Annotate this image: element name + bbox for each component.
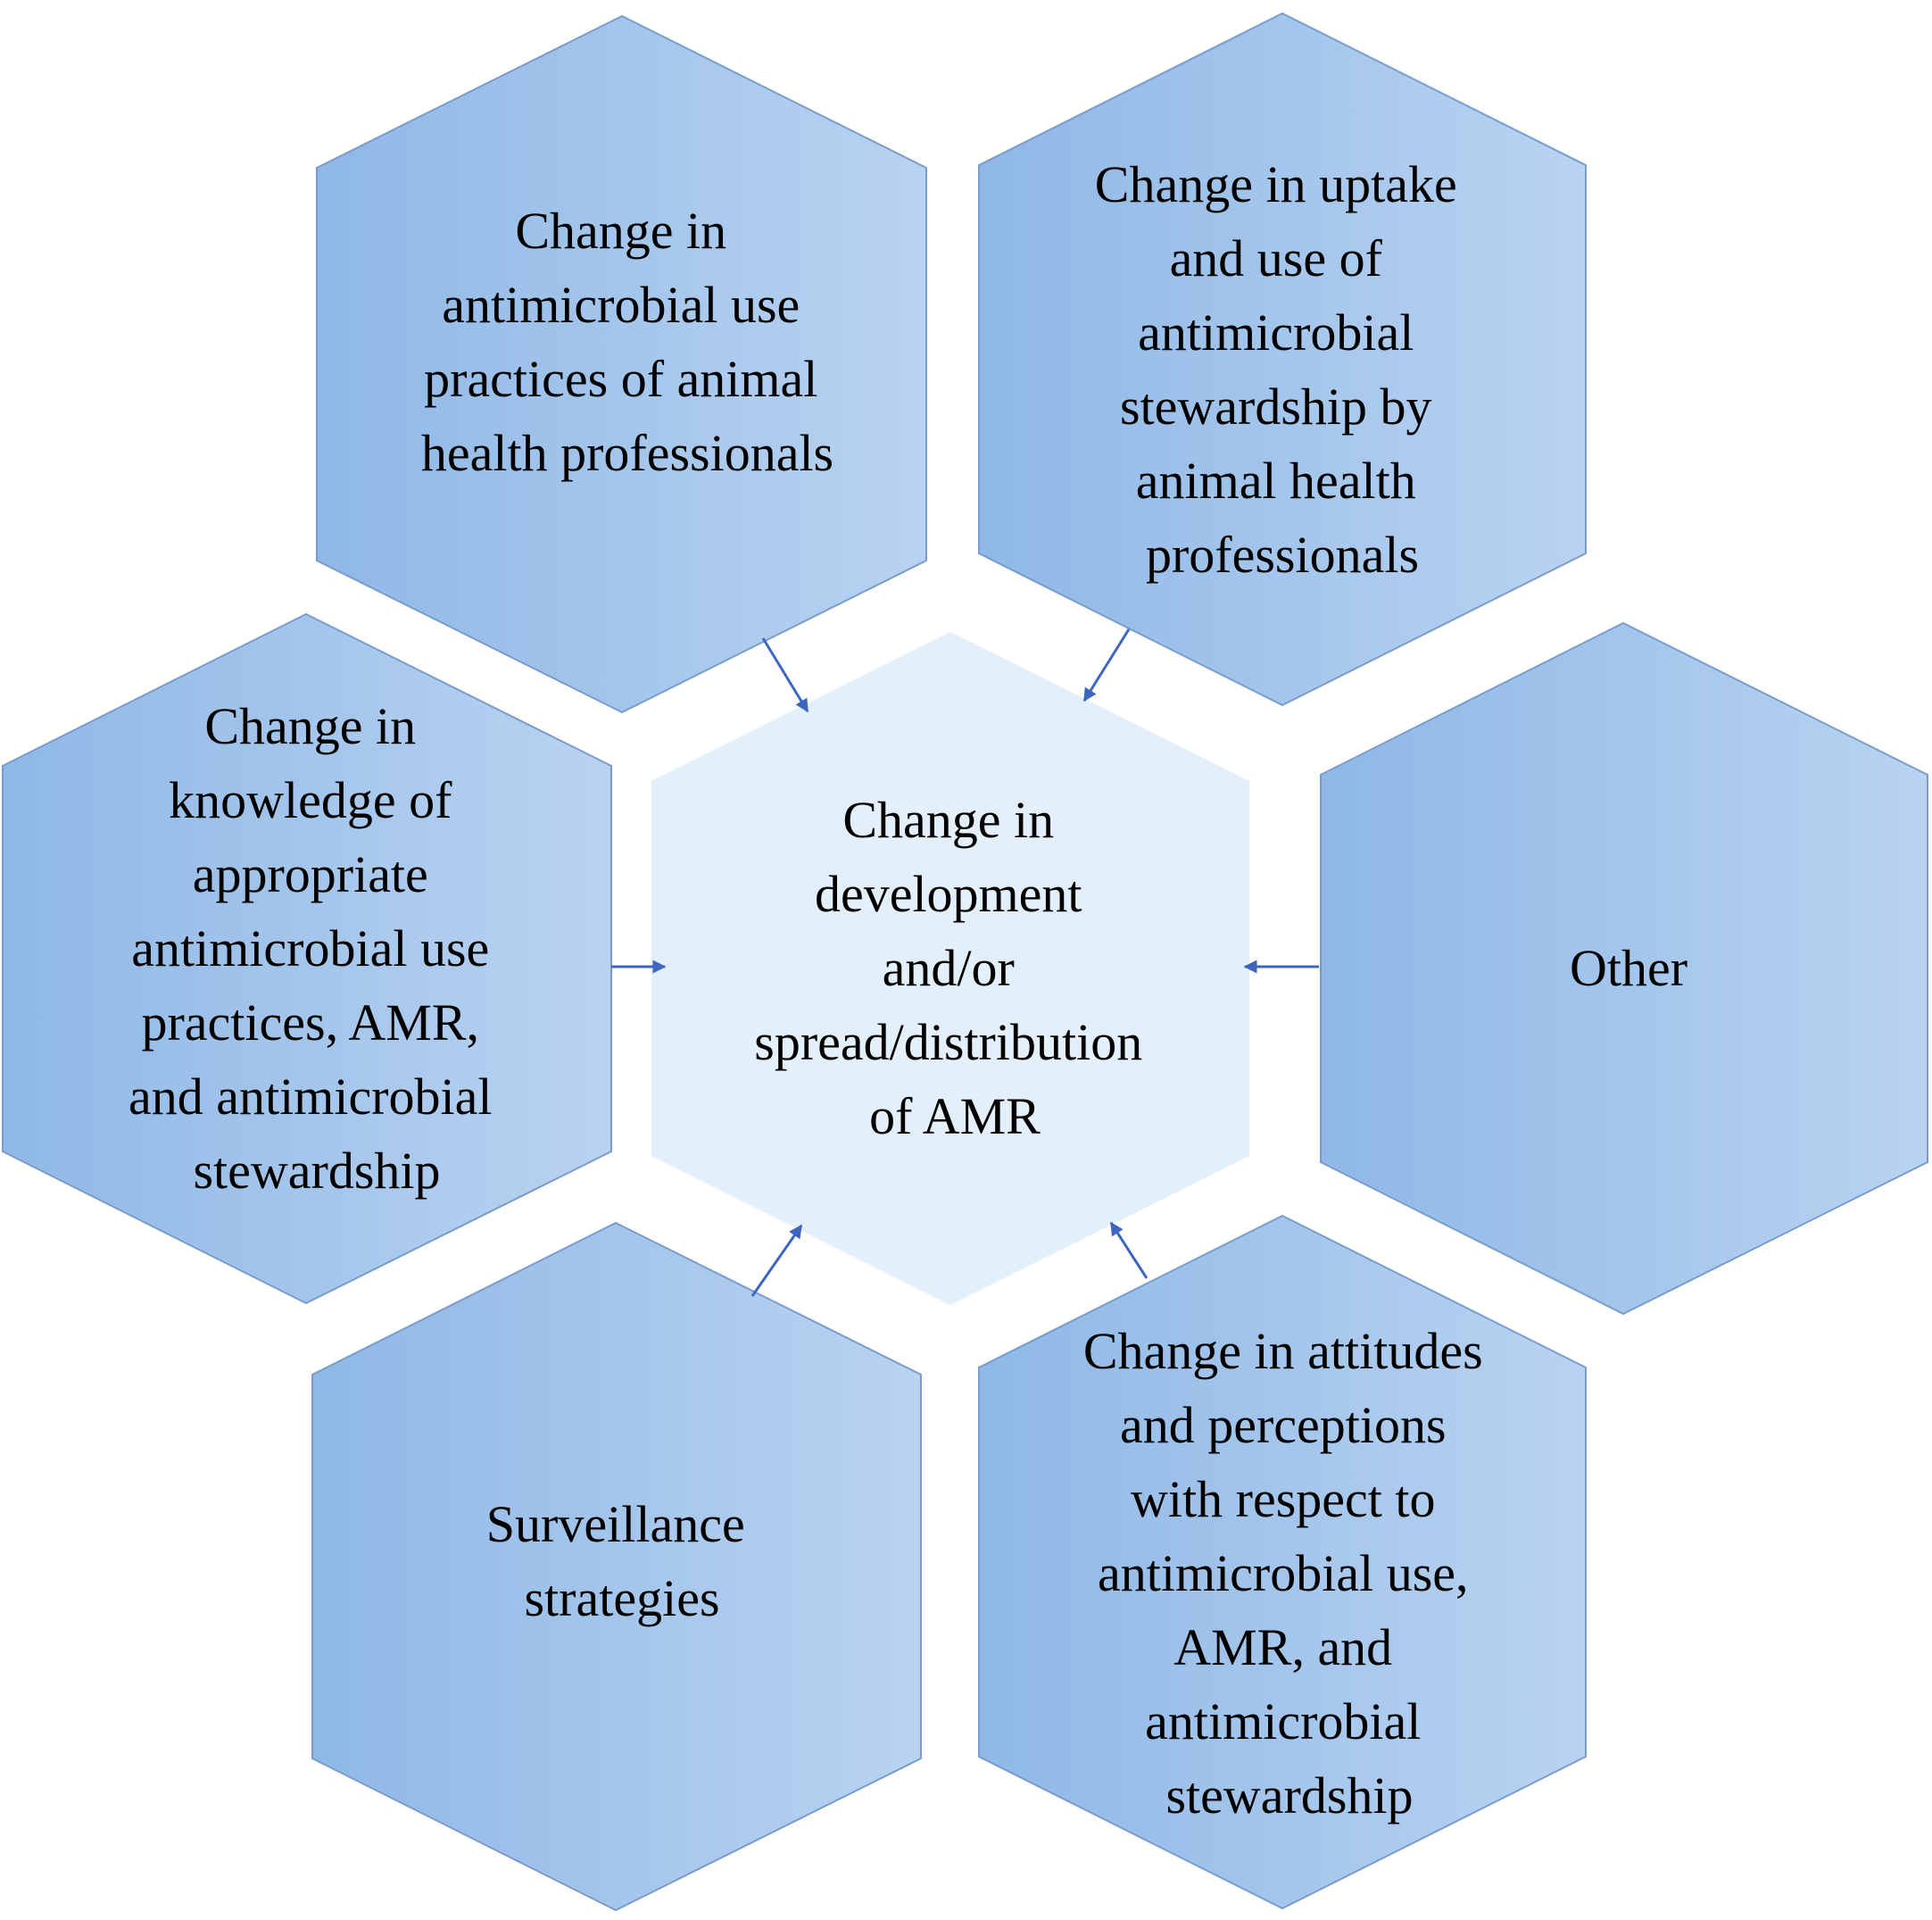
label-mid-left: Change in knowledge of appropriate antim… xyxy=(129,697,505,1200)
label-top-left: Change in antimicrobial use practices of… xyxy=(421,202,833,482)
hex-mid-left xyxy=(2,612,612,1305)
arrow-bottom-right xyxy=(1109,1221,1148,1279)
label-bottom-right: Change in attitudes and perceptions with… xyxy=(1083,1322,1496,1824)
hex-top-left xyxy=(316,14,927,714)
label-top-right: Change in uptake and use of antimicrobia… xyxy=(1095,155,1470,584)
hex-mid-right xyxy=(1320,621,1928,1316)
arrow-top-right xyxy=(1082,628,1131,702)
hex-bottom-left xyxy=(311,1221,922,1912)
arrow-bottom-left xyxy=(750,1224,803,1297)
hex-top-right xyxy=(978,12,1587,707)
arrow-top-left xyxy=(761,637,809,713)
hex-bottom-right xyxy=(978,1214,1587,1910)
label-center: Change in development and/or spread/dist… xyxy=(754,791,1155,1145)
hex-center xyxy=(651,632,1249,1305)
label-bottom-left: Surveillance strategies xyxy=(486,1495,758,1627)
label-mid-right: Other xyxy=(1570,939,1687,997)
